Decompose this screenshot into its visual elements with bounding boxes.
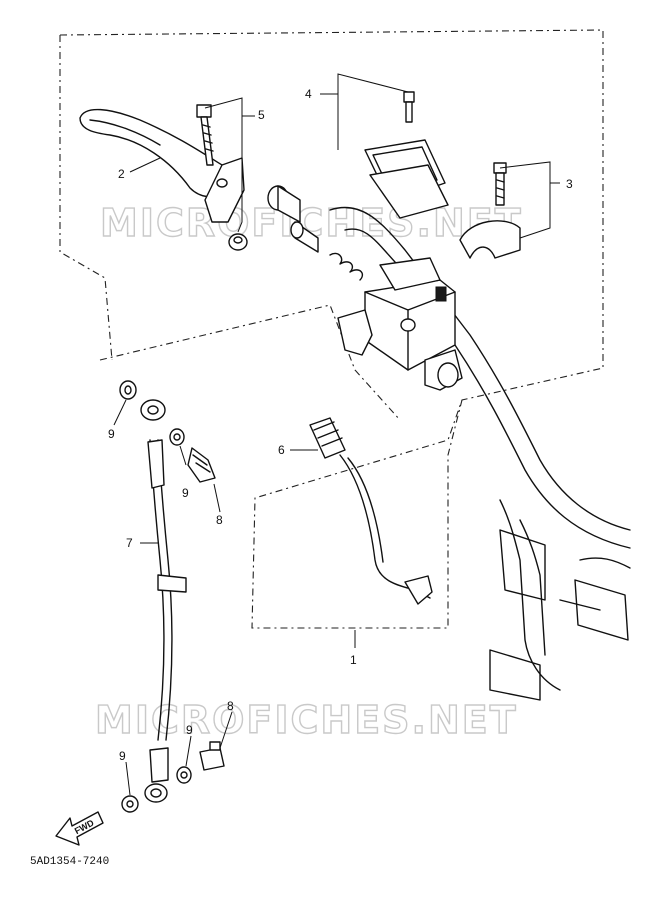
pivot-bolt-and-nut	[196, 104, 248, 251]
callout-9-b: 9	[182, 486, 189, 500]
handlebar	[329, 206, 631, 701]
callout-9-c: 9	[186, 723, 193, 737]
brake-hose	[140, 399, 187, 803]
callout-1: 1	[350, 653, 357, 667]
piston-kit	[267, 185, 364, 281]
callout-9-a: 9	[108, 427, 115, 441]
master-cylinder	[337, 257, 463, 391]
callout-4: 4	[305, 87, 312, 101]
callout-8-upper: 8	[216, 513, 223, 527]
assembly-boundary	[59, 29, 604, 629]
watermark-bottom: MICROFICHES.NET	[95, 698, 518, 742]
callout-2: 2	[118, 167, 125, 181]
callout-6: 6	[278, 443, 285, 457]
union-bolt-lower	[199, 741, 225, 771]
leader-lines	[113, 73, 560, 796]
union-bolt-upper	[187, 447, 216, 483]
callout-8-lower: 8	[227, 699, 234, 713]
diagram-code: 5AD1354-7240	[30, 856, 109, 868]
forward-arrow-icon: FWD	[55, 811, 104, 846]
callout-3: 3	[566, 177, 573, 191]
callout-7: 7	[126, 536, 133, 550]
copper-washers	[119, 380, 192, 813]
brake-switch	[309, 417, 433, 605]
reservoir-cap	[364, 91, 449, 219]
callout-5: 5	[258, 108, 265, 122]
callout-9-d: 9	[119, 749, 126, 763]
